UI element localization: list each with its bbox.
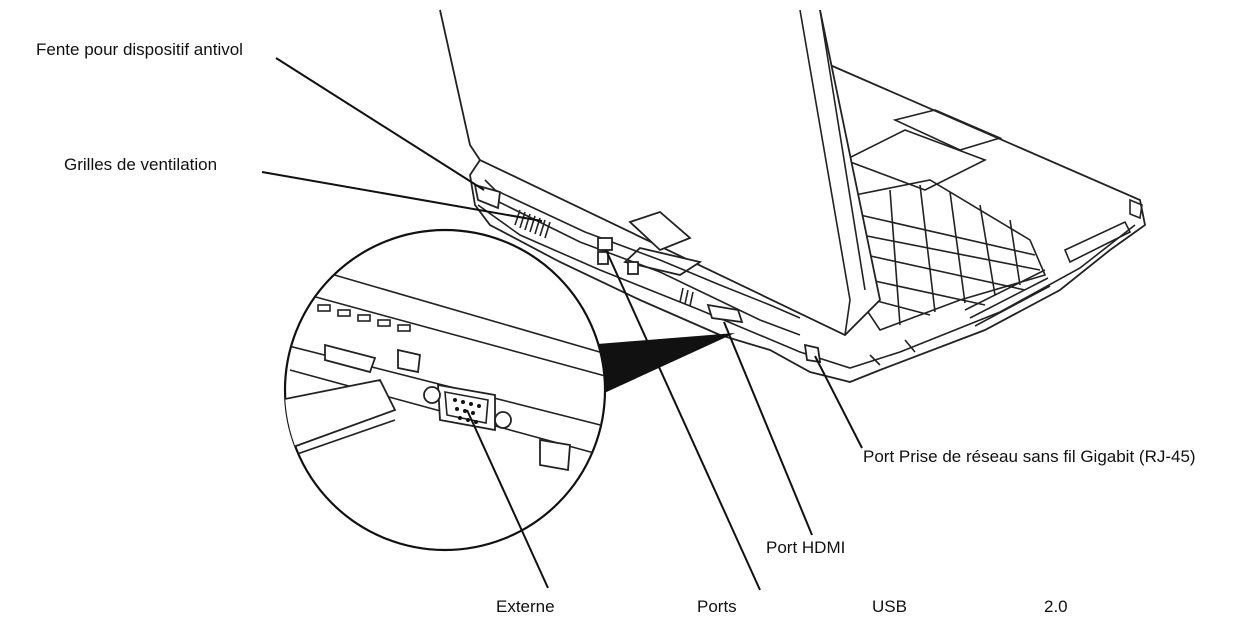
label-hdmi: Port HDMI bbox=[766, 538, 845, 557]
security-slot bbox=[473, 183, 501, 210]
laptop-screen bbox=[439, 9, 881, 337]
label-antivol: Fente pour dispositif antivol bbox=[36, 40, 243, 59]
label-rj45: Port Prise de réseau sans fil Gigabit (R… bbox=[863, 447, 1196, 466]
magnifier-wedge bbox=[585, 333, 735, 395]
label-ports: Ports bbox=[697, 597, 737, 616]
led-indicators bbox=[317, 304, 411, 332]
vga-port bbox=[423, 383, 512, 432]
left-side-panel bbox=[473, 179, 1143, 366]
label-externe: Externe bbox=[496, 597, 555, 616]
label-ventilation: Grilles de ventilation bbox=[64, 155, 217, 174]
magnified-view bbox=[283, 228, 607, 552]
front-vents bbox=[964, 269, 1051, 327]
usb-port-small bbox=[597, 237, 613, 251]
label-usb-version: 2.0 bbox=[1044, 597, 1068, 616]
hdmi-port bbox=[706, 303, 744, 324]
leader-lines bbox=[261, 57, 863, 591]
label-usb: USB bbox=[872, 597, 907, 616]
